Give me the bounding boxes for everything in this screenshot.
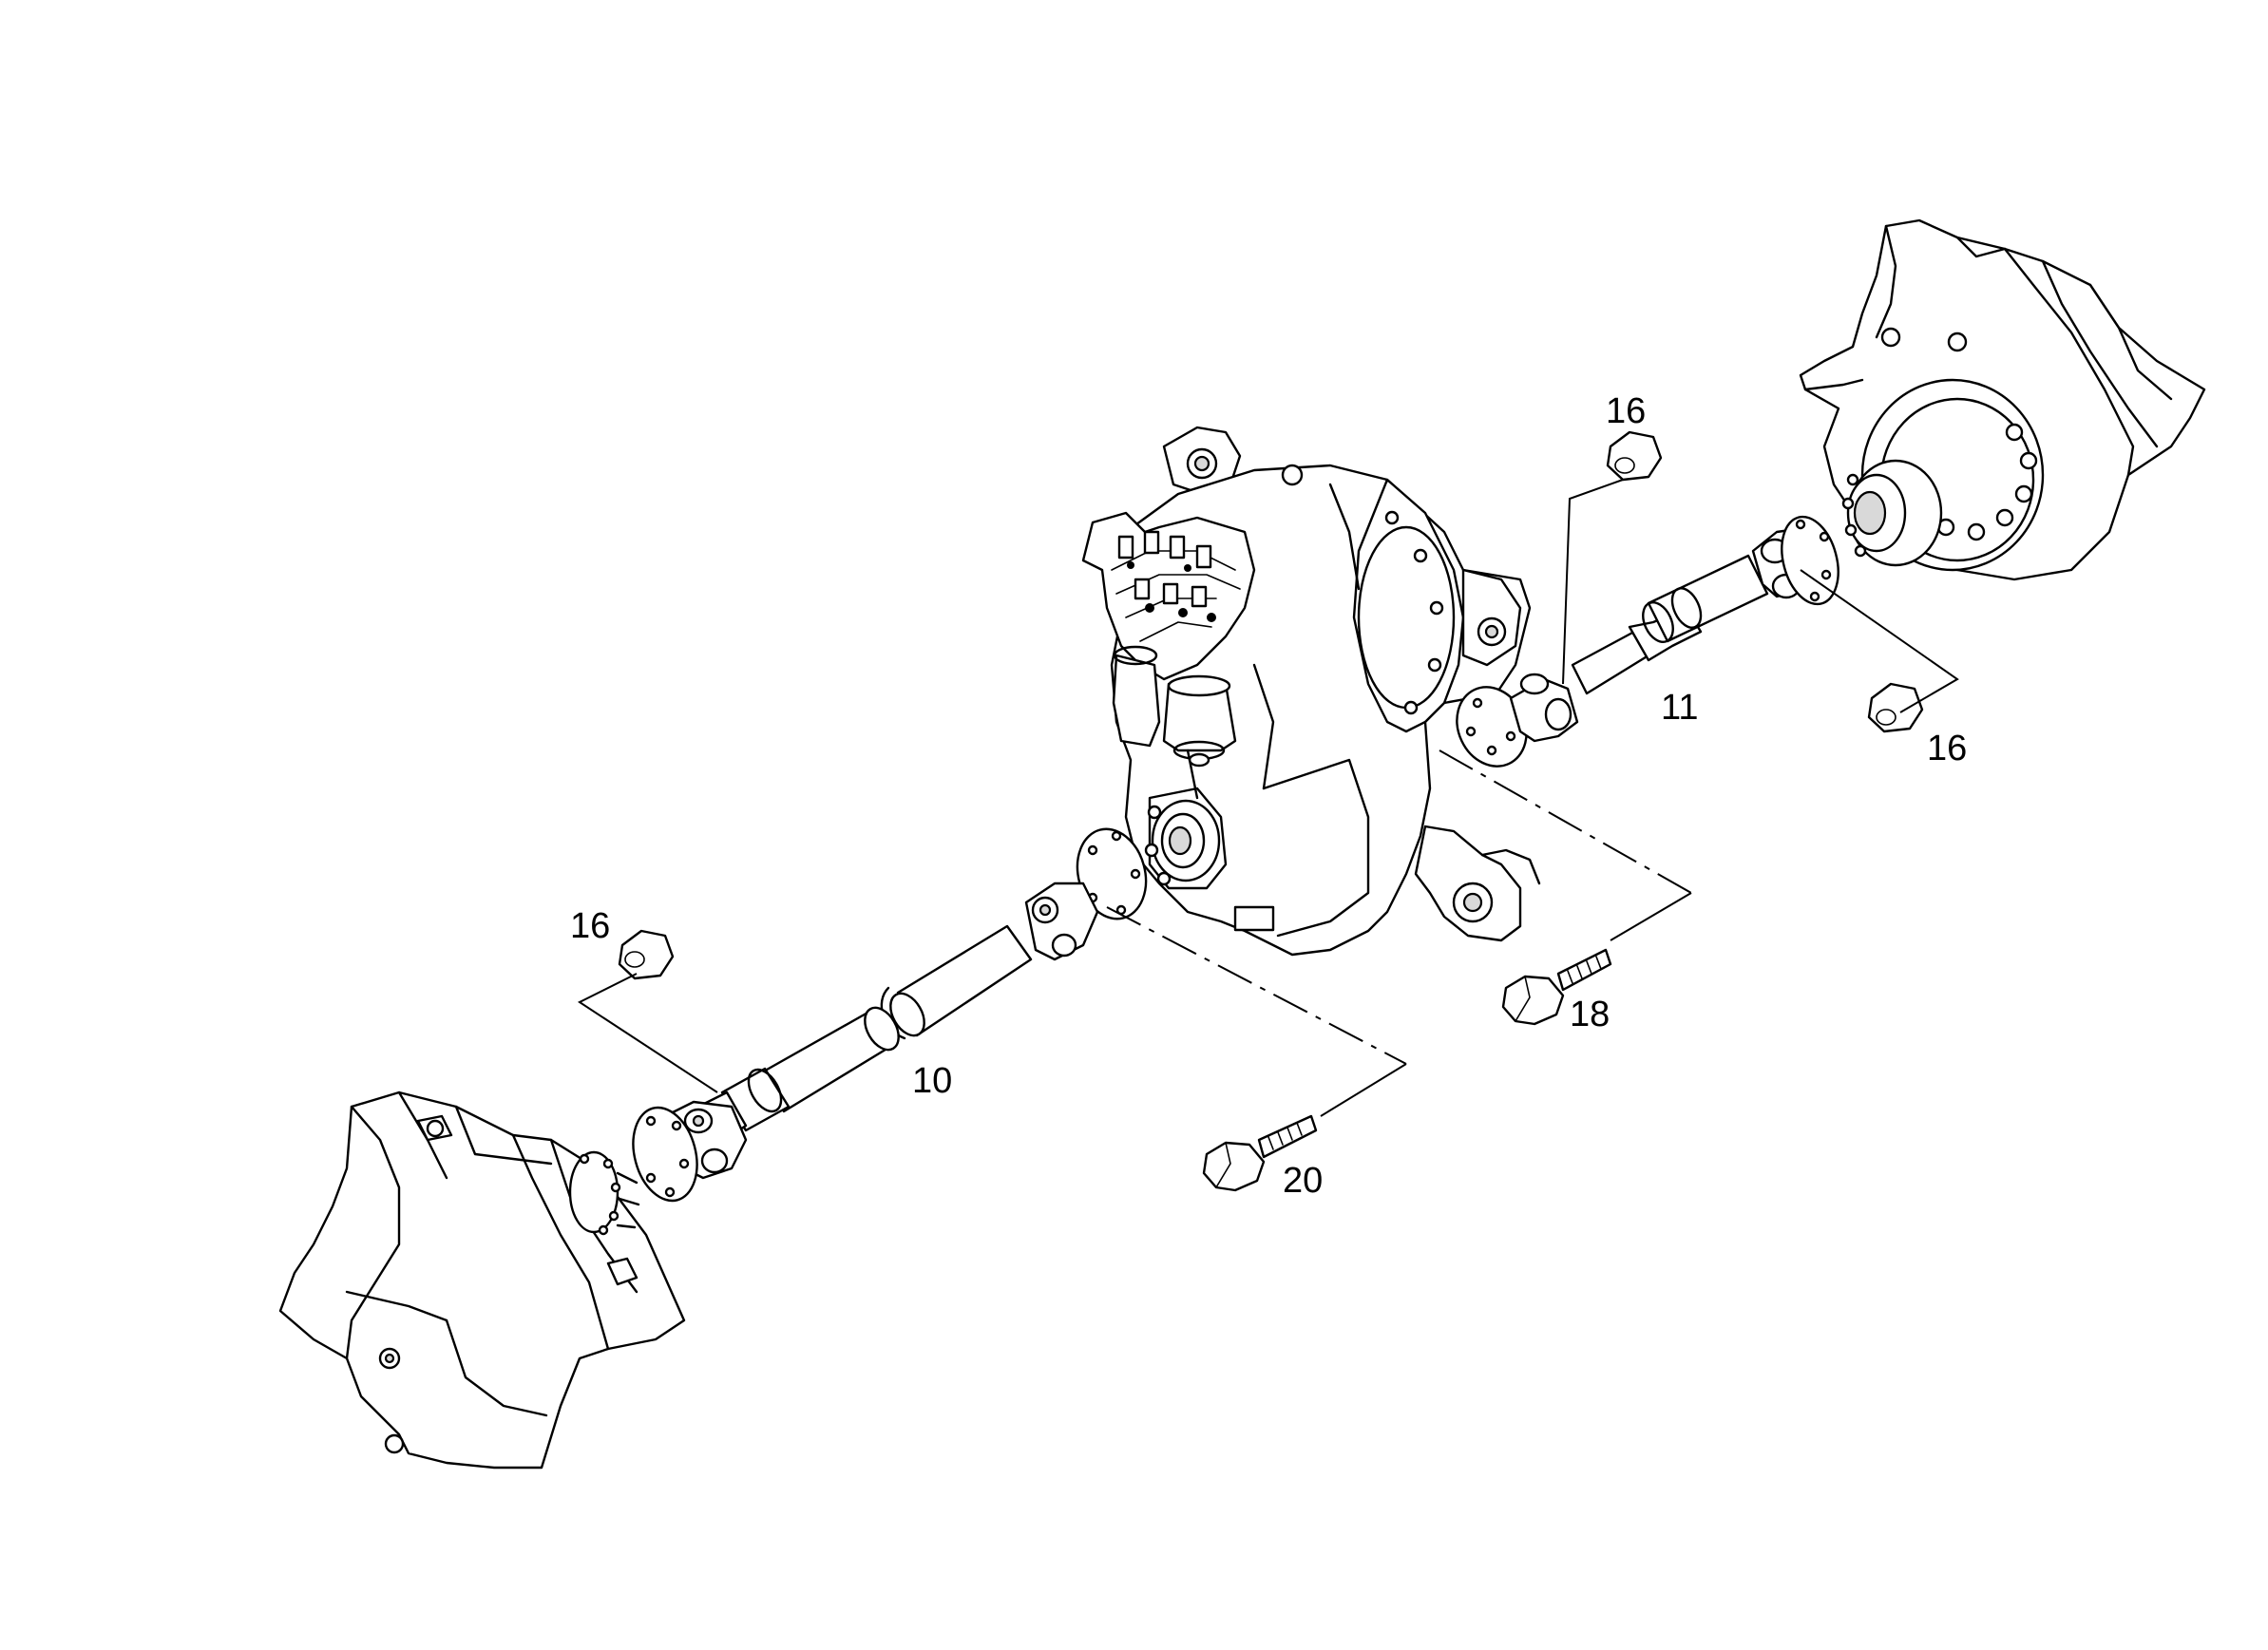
- hex-bolt-18: [1501, 948, 1612, 1026]
- hex-bolt-20: [1202, 1114, 1318, 1192]
- callout-nut-left: 16: [570, 906, 610, 946]
- callout-nut-top: 16: [1606, 391, 1646, 431]
- front-axle-differential: [278, 1091, 686, 1470]
- hex-nut-left: [618, 929, 675, 980]
- callout-labels: 16 16 16 10 11 18 20: [570, 391, 1967, 1201]
- callout-bolt-20: 20: [1283, 1161, 1323, 1201]
- callout-bolt-18: 18: [1570, 995, 1610, 1034]
- hex-nut-right: [1867, 682, 1924, 733]
- callout-front-shaft: 10: [912, 1061, 952, 1101]
- rear-propeller-shaft: [1456, 515, 1839, 768]
- front-propeller-shaft: [632, 827, 1148, 1203]
- callout-rear-shaft: 11: [1661, 688, 1698, 728]
- leader-lines: [577, 479, 1959, 1117]
- callout-nut-right: 16: [1927, 729, 1967, 768]
- hex-nut-top: [1606, 430, 1663, 482]
- rear-axle-differential: [1799, 218, 2206, 581]
- transfer-gearbox: [1081, 426, 1541, 957]
